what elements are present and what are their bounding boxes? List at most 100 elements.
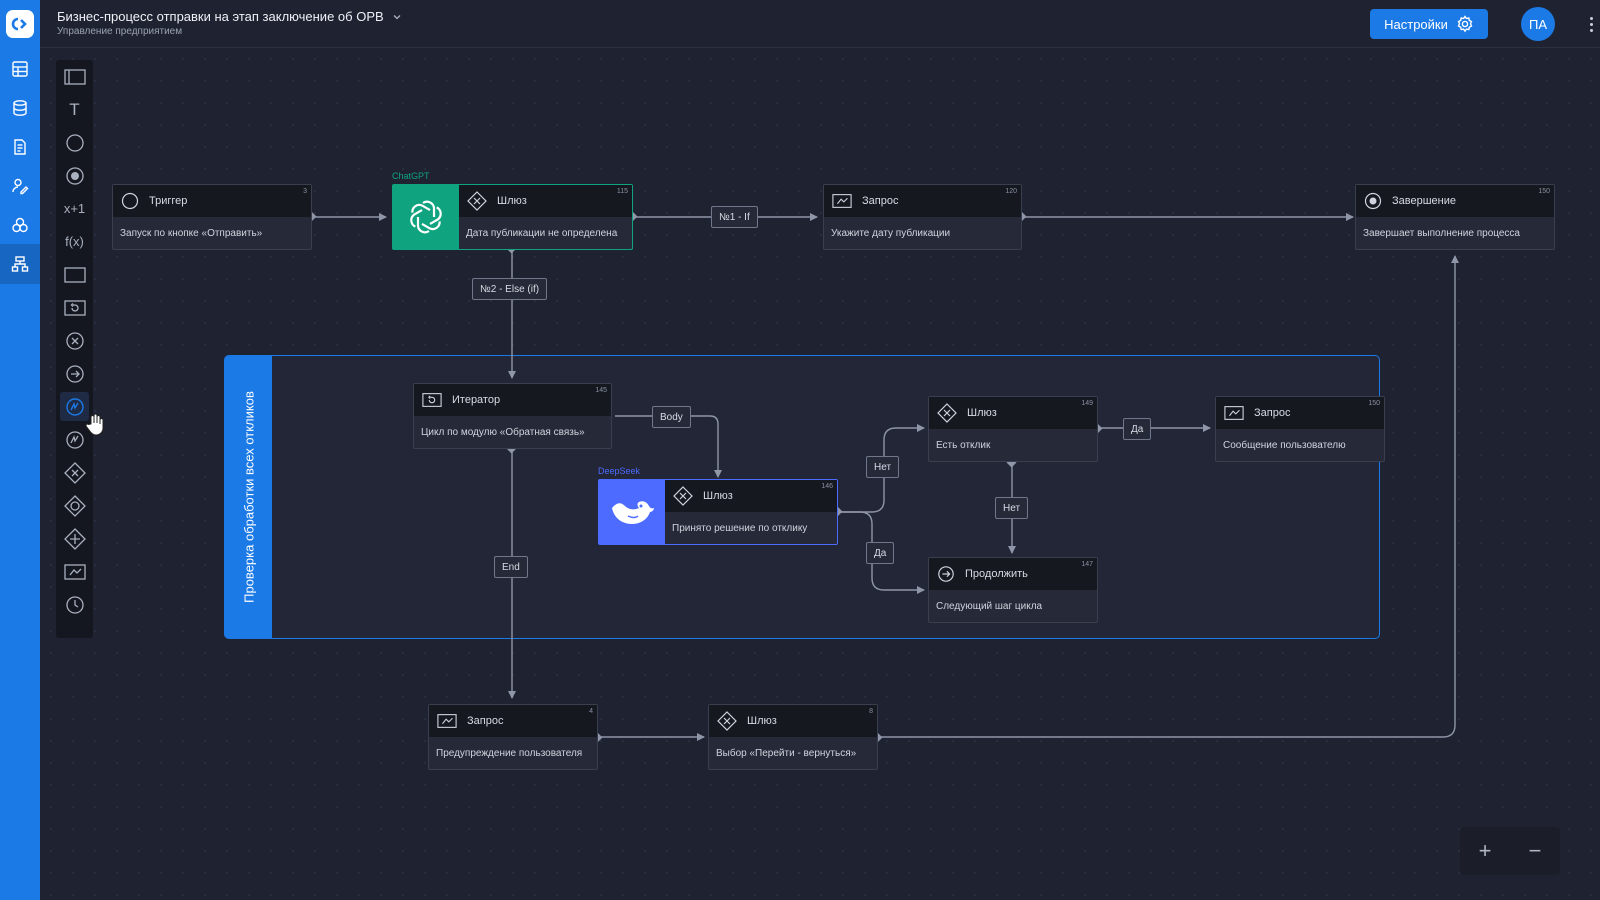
node-title: Шлюз (497, 195, 527, 207)
request-icon (1224, 406, 1244, 420)
request-icon (437, 714, 457, 728)
node-iterator[interactable]: Итератор 145 Цикл по модулю «Обратная св… (413, 383, 612, 449)
gateway-x-icon (467, 191, 487, 211)
nav-process-tree-icon[interactable] (0, 244, 40, 284)
swimlane-header: Проверка обработки всех откликов (225, 356, 272, 638)
request-icon (832, 194, 852, 208)
app-logo-icon[interactable] (6, 10, 34, 38)
increment-icon[interactable]: x+1 (63, 201, 86, 216)
node-description: Есть отклик (936, 439, 991, 451)
node-number: 8 (869, 708, 873, 715)
swimlane-title: Проверка обработки всех откликов (241, 391, 257, 603)
node-continue[interactable]: Продолжить 147 Следующий шаг цикла (928, 557, 1098, 623)
settings-button-label: Настройки (1384, 16, 1448, 32)
zoom-in-button[interactable]: + (1478, 838, 1492, 863)
left-navigation (0, 0, 40, 900)
edge-label-else[interactable]: №2 - Else (if) (472, 278, 548, 300)
node-request-message[interactable]: Запрос 150 Сообщение пользователю (1215, 396, 1385, 462)
hand-cursor-icon (85, 413, 104, 436)
node-gateway-chatgpt[interactable]: Шлюз 115 Дата публикации не определена (392, 184, 633, 250)
ai-provider-label: ChatGPT (392, 171, 430, 181)
nav-circles-icon[interactable] (0, 205, 40, 245)
nav-user-edit-icon[interactable] (0, 166, 40, 206)
edge-label-no-2[interactable]: Нет (995, 497, 1029, 519)
nav-document-icon[interactable] (0, 127, 40, 167)
iterator-icon (422, 393, 442, 407)
cancel-circle-icon[interactable] (60, 326, 89, 355)
node-gateway-response[interactable]: Шлюз 149 Есть отклик (928, 396, 1098, 462)
node-gateway-deepseek[interactable]: Шлюз 146 Принято решение по отклику (598, 479, 838, 545)
node-description: Укажите дату публикации (831, 227, 951, 239)
record-icon (1364, 192, 1382, 210)
iterator-icon[interactable] (60, 293, 89, 322)
text-icon[interactable]: T (69, 99, 80, 119)
record-icon[interactable] (60, 161, 89, 190)
gateway-x-icon[interactable] (60, 458, 89, 487)
node-trigger[interactable]: Триггер 3 Запуск по кнопке «Отправить» (112, 184, 312, 250)
node-title: Шлюз (967, 407, 997, 419)
node-number: 3 (303, 188, 307, 195)
clock-icon[interactable] (60, 590, 89, 619)
node-end[interactable]: Завершение 150 Завершает выполнение проц… (1355, 184, 1555, 250)
node-number: 149 (1081, 400, 1093, 407)
avatar[interactable]: ПА (1521, 7, 1555, 41)
process-title[interactable]: Бизнес-процесс отправки на этап заключен… (57, 9, 402, 24)
gateway-x-icon (937, 403, 957, 423)
node-request-date[interactable]: Запрос 120 Укажите дату публикации (823, 184, 1022, 250)
element-toolbar: T x+1 f(x) (56, 60, 93, 638)
gateway-plus-icon[interactable] (60, 524, 89, 553)
deepseek-logo-icon (599, 480, 665, 544)
process-title-text: Бизнес-процесс отправки на этап заключен… (57, 9, 384, 24)
zoom-controls: + − (1460, 827, 1560, 875)
edge-label-no[interactable]: Нет (866, 456, 900, 478)
sidebar-block-icon[interactable] (60, 62, 89, 91)
node-title: Итератор (452, 394, 501, 406)
node-title: Запрос (467, 715, 504, 727)
nav-database-icon[interactable] (0, 88, 40, 128)
function-icon[interactable]: f(x) (65, 234, 84, 249)
chatgpt-logo-icon (393, 185, 459, 249)
node-title: Шлюз (747, 715, 777, 727)
gateway-o-icon[interactable] (60, 491, 89, 520)
node-title: Шлюз (703, 490, 733, 502)
node-description: Принято решение по отклику (672, 522, 808, 534)
nav-table-icon[interactable] (0, 49, 40, 89)
node-description: Завершает выполнение процесса (1363, 227, 1520, 239)
ai-provider-label: DeepSeek (598, 466, 641, 476)
settings-button[interactable]: Настройки (1370, 9, 1488, 39)
edge-label-end[interactable]: End (494, 556, 528, 578)
edge-label-yes[interactable]: Да (866, 542, 895, 564)
node-gateway-choice[interactable]: Шлюз 8 Выбор «Перейти - вернуться» (708, 704, 878, 770)
node-title: Запрос (1254, 407, 1291, 419)
node-title: Завершение (1392, 195, 1456, 207)
node-description: Сообщение пользователю (1223, 439, 1346, 451)
more-menu-icon[interactable] (1581, 12, 1600, 36)
edge-label-body[interactable]: Body (652, 406, 691, 428)
zoom-out-button[interactable]: − (1528, 838, 1542, 863)
node-number: 147 (1081, 561, 1093, 568)
node-description: Дата публикации не определена (466, 227, 618, 239)
edge-label-yes-2[interactable]: Да (1123, 418, 1152, 440)
circle-icon[interactable] (60, 128, 89, 157)
node-description: Запуск по кнопке «Отправить» (120, 227, 263, 239)
node-title: Запрос (862, 195, 899, 207)
process-subtitle: Управление предприятием (57, 26, 183, 37)
request-icon[interactable] (60, 557, 89, 586)
chevron-down-icon[interactable] (392, 12, 402, 22)
node-number: 150 (1368, 400, 1380, 407)
arrow-circle-icon[interactable] (60, 359, 89, 388)
node-title: Продолжить (965, 568, 1028, 580)
edge-label-if[interactable]: №1 - If (711, 206, 758, 228)
node-number: 146 (821, 483, 833, 490)
gateway-x-icon (717, 711, 737, 731)
node-title: Триггер (149, 195, 188, 207)
rectangle-icon[interactable] (60, 260, 89, 289)
node-number: 4 (589, 708, 593, 715)
ai-circle-outline-icon[interactable] (60, 425, 89, 454)
node-number: 145 (595, 387, 607, 394)
node-description: Цикл по модулю «Обратная связь» (421, 426, 585, 438)
ai-circle-icon[interactable] (60, 392, 89, 421)
node-description: Предупреждение пользователя (436, 747, 583, 759)
gateway-x-icon (673, 486, 693, 506)
node-request-warning[interactable]: Запрос 4 Предупреждение пользователя (428, 704, 598, 770)
